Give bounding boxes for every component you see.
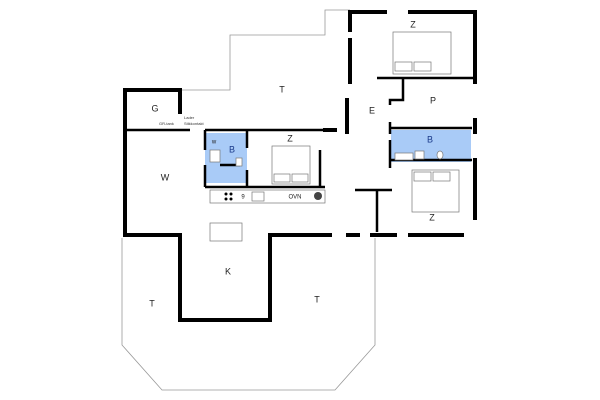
room-label-entry: E	[369, 105, 375, 115]
room-label-bedroom-bottom-right: Z	[429, 212, 435, 222]
charger-label-1: Lader	[184, 115, 195, 120]
terrace-outline	[121, 9, 376, 391]
walls	[123, 10, 477, 322]
room-label-terrace-top: T	[279, 84, 285, 94]
room-label-garage: G	[151, 103, 158, 113]
room-label-terrace-right: T	[314, 294, 320, 304]
room-label-toilet: w	[211, 140, 217, 146]
room-label-living: W	[161, 172, 170, 182]
room-label-bedroom-top: Z	[410, 19, 416, 29]
room-label-bath-left: B	[229, 144, 235, 154]
room-label-bedroom-middle: Z	[287, 133, 293, 143]
room-label-terrace-left: T	[149, 298, 155, 308]
room-label-utility: P	[430, 95, 436, 105]
furniture	[209, 31, 460, 242]
charger-label-2: Stikkontakt	[184, 121, 204, 126]
room-label-bath-right: B	[427, 134, 433, 144]
oven-label: OVN	[288, 195, 301, 201]
dishwasher-label: 9	[241, 195, 245, 201]
room-label-kitchen: K	[225, 266, 231, 276]
tank-label: GR-tank	[159, 121, 174, 126]
